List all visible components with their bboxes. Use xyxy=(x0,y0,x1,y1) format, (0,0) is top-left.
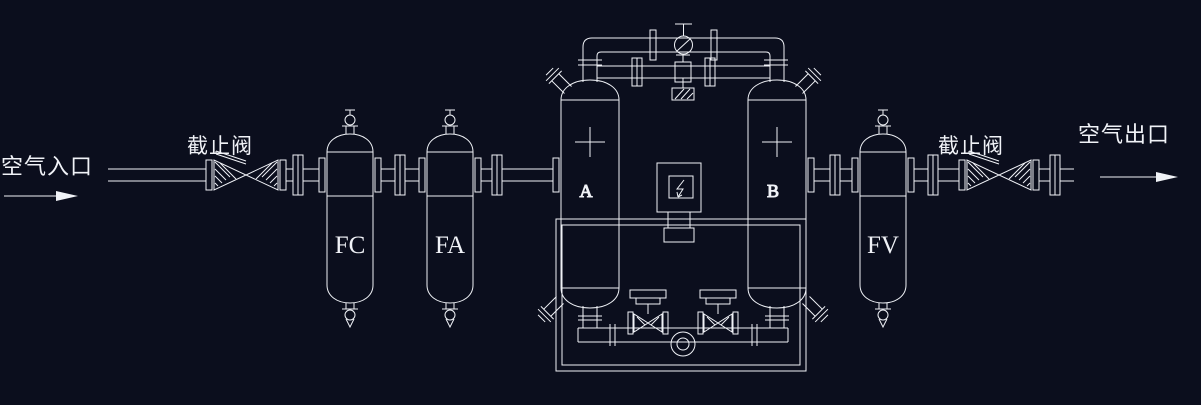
filter-vessel-fc: FC xyxy=(318,109,382,328)
fa-to-dryer-pipe xyxy=(481,157,560,193)
tower-a-top-nozzle xyxy=(542,64,575,97)
tower-b xyxy=(747,79,807,309)
outlet-pipe xyxy=(1039,168,1074,182)
filter-vessel-fv: FV xyxy=(851,109,915,328)
fc-fa-pipe xyxy=(381,168,419,182)
inlet-pipe xyxy=(108,168,319,182)
fv-to-valve-pipe xyxy=(914,168,959,182)
fc-fa-flange xyxy=(394,154,406,196)
tower-a xyxy=(560,79,620,309)
purge-valve-a xyxy=(627,289,669,335)
dryer-to-fv-pipe xyxy=(807,157,852,193)
inlet-shutoff-valve-label: 截止阀 xyxy=(187,134,253,158)
tower-b-bottom-nozzle xyxy=(799,293,832,326)
electric-bolt-icon xyxy=(675,179,685,198)
air-inlet-label: 空气入口 xyxy=(1,154,93,179)
filter-fc-label: FC xyxy=(335,232,366,259)
adsorption-dryer: A B xyxy=(534,23,832,372)
tower-b-label: B xyxy=(767,181,779,201)
bottom-manifold xyxy=(577,306,789,357)
muffler xyxy=(671,78,695,101)
top-manifold xyxy=(578,23,788,82)
outlet-end-flange xyxy=(1049,154,1061,196)
filter-fa-label: FA xyxy=(435,232,465,259)
filter-fv-label: FV xyxy=(867,232,899,259)
air-inlet-arrow xyxy=(4,191,78,201)
fa-dryer-flange xyxy=(491,154,503,196)
dryer-fv-flange xyxy=(829,154,841,196)
purge-valve-b xyxy=(697,289,739,335)
air-outlet-label: 空气出口 xyxy=(1078,122,1170,147)
tower-a-label: A xyxy=(580,181,593,201)
top-switch-valve xyxy=(649,23,718,61)
filter-vessel-fa: FA xyxy=(418,109,482,328)
control-cabinet xyxy=(656,162,702,243)
tower-b-top-nozzle xyxy=(792,64,825,97)
fv-valve-flange xyxy=(927,154,939,196)
air-outlet-arrow xyxy=(1100,172,1178,182)
